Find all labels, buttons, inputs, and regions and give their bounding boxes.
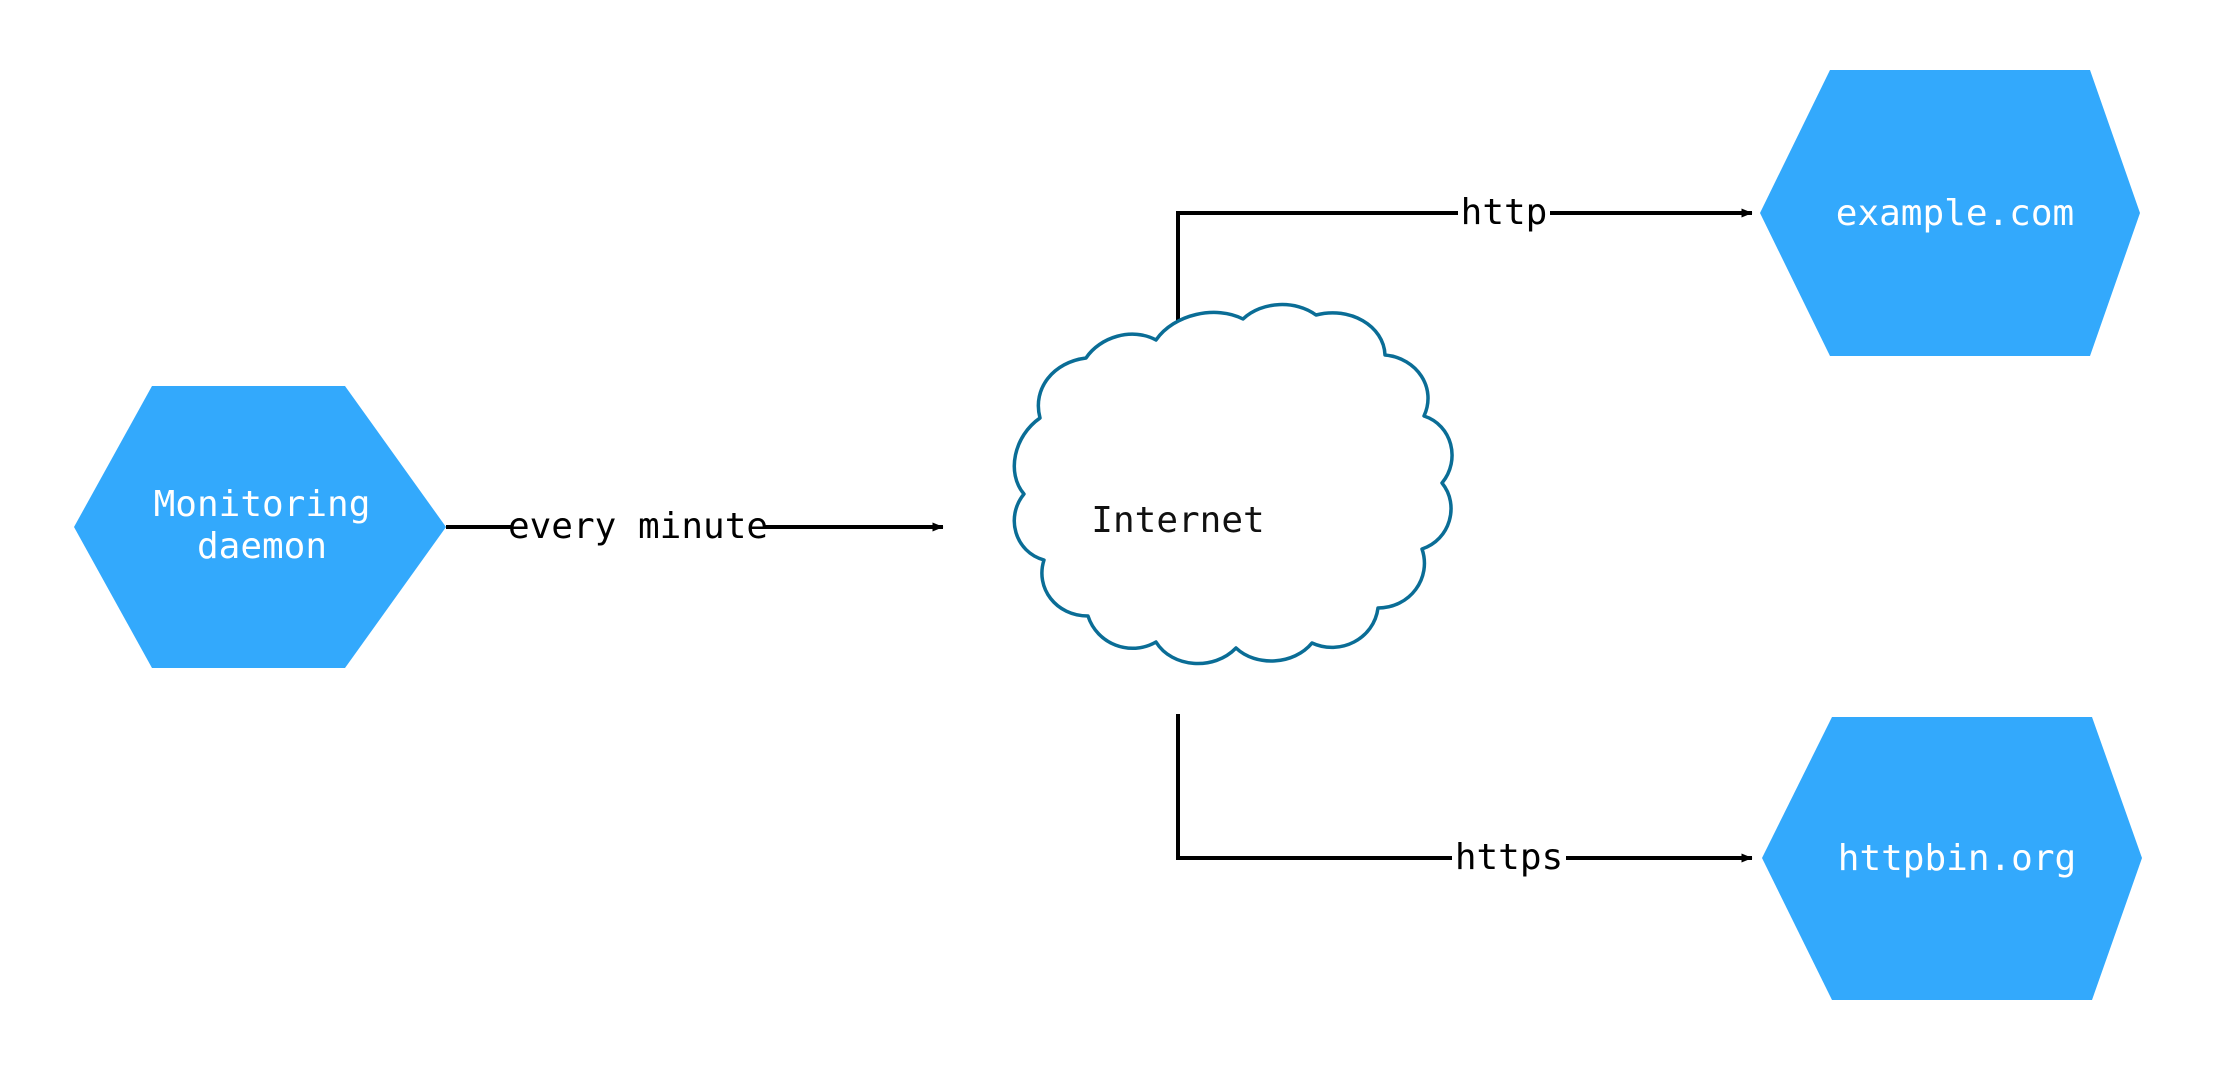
edge-label-http: http bbox=[1461, 192, 1548, 233]
edge-label-https: https bbox=[1455, 837, 1563, 878]
node-label-monitoring-daemon-line2: daemon bbox=[197, 526, 327, 567]
node-label-monitoring-daemon-line1: Monitoring bbox=[154, 484, 371, 525]
edge-line-internet-to-example bbox=[1176, 208, 1753, 332]
edge-internet-to-example: http bbox=[1176, 190, 1753, 332]
edge-label-backdrop-every-minute bbox=[513, 504, 763, 550]
node-httpbin-org[interactable]: httpbin.org bbox=[1762, 717, 2142, 1000]
node-monitoring-daemon[interactable]: Monitoring daemon bbox=[74, 386, 446, 668]
node-internet[interactable]: Internet bbox=[1012, 302, 1454, 666]
node-shape-example-com[interactable] bbox=[1760, 70, 2140, 356]
node-example-com[interactable]: example.com bbox=[1760, 70, 2140, 356]
node-shape-monitoring-daemon[interactable] bbox=[74, 386, 446, 668]
edge-internet-to-httpbin: https bbox=[1176, 714, 1753, 881]
edge-daemon-to-internet: every minute bbox=[446, 504, 944, 550]
edge-label-every-minute: every minute bbox=[508, 506, 768, 547]
edge-label-backdrop-http bbox=[1458, 190, 1550, 236]
node-label-httpbin-org: httpbin.org bbox=[1838, 838, 2076, 879]
node-shape-internet-cloud[interactable] bbox=[1012, 302, 1454, 666]
node-shape-httpbin-org[interactable] bbox=[1762, 717, 2142, 1000]
node-label-internet: Internet bbox=[1091, 500, 1264, 541]
node-label-example-com: example.com bbox=[1836, 193, 2074, 234]
edge-label-backdrop-https bbox=[1452, 835, 1566, 881]
